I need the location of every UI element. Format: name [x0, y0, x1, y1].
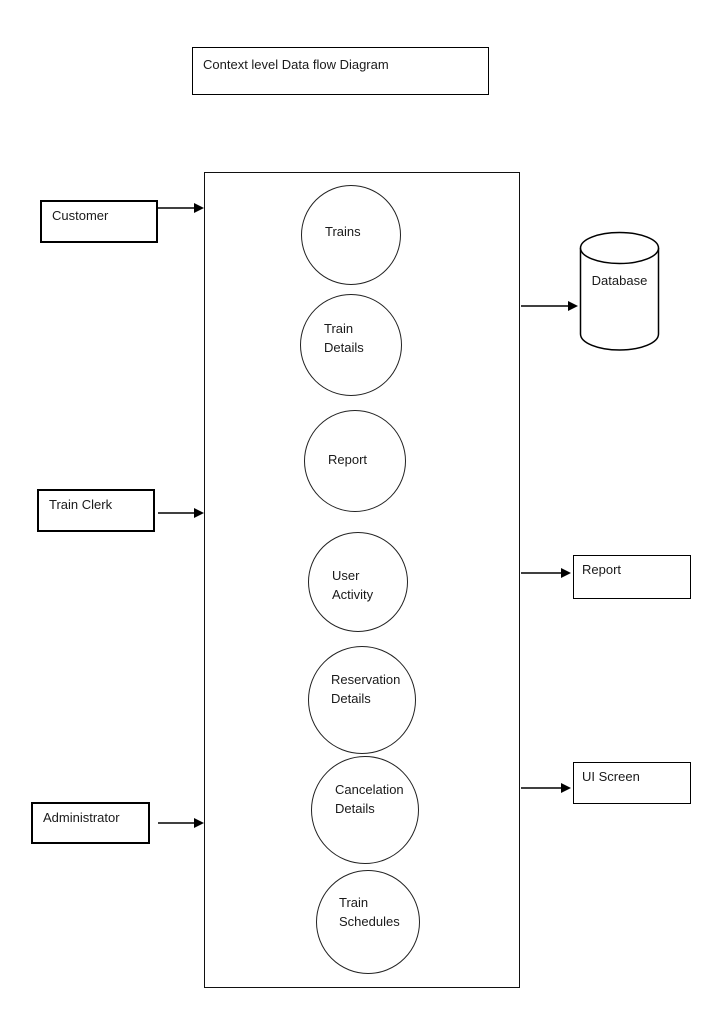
- process-label-line: Cancelation: [335, 782, 404, 797]
- process-label-line: User: [332, 568, 360, 583]
- entity-train-clerk: Train Clerk: [37, 489, 155, 532]
- arrow-system-to-database: [521, 300, 578, 312]
- database-cylinder-icon: [579, 231, 660, 351]
- process-cancelation-details: Cancelation Details: [311, 756, 419, 864]
- entity-customer: Customer: [40, 200, 158, 243]
- process-label-line: Reservation: [331, 672, 401, 687]
- process-trains: Trains: [301, 185, 401, 285]
- sink-label: Report: [582, 562, 622, 577]
- process-label-line: Trains: [325, 223, 361, 239]
- arrow-system-to-ui-screen: [521, 782, 571, 794]
- entity-label: Customer: [52, 208, 109, 223]
- process-label-line: Train: [339, 895, 369, 910]
- process-label-line: Details: [335, 801, 375, 816]
- datastore-database: [579, 231, 660, 356]
- entity-label: Train Clerk: [49, 497, 113, 512]
- arrow-train-clerk-to-system: [158, 507, 204, 519]
- entity-label: Administrator: [43, 810, 120, 825]
- process-train-details: Train Details: [300, 294, 402, 396]
- process-user-activity: User Activity: [308, 532, 408, 632]
- process-train-schedules: Train Schedules: [316, 870, 420, 974]
- process-label-line: Details: [331, 691, 371, 706]
- process-reservation-details: Reservation Details: [308, 646, 416, 754]
- diagram-title: Context level Data flow Diagram: [203, 57, 389, 72]
- datastore-label: Database: [591, 273, 648, 288]
- sink-ui-screen: UI Screen: [573, 762, 691, 804]
- process-label-line: Report: [328, 451, 368, 467]
- process-label-line: Schedules: [339, 914, 400, 929]
- sink-report: Report: [573, 555, 691, 599]
- process-report: Report: [304, 410, 406, 512]
- process-label-line: Train: [324, 321, 354, 336]
- arrow-administrator-to-system: [158, 817, 204, 829]
- process-label-line: Activity: [332, 587, 374, 602]
- arrow-system-to-report: [521, 567, 571, 579]
- sink-label: UI Screen: [582, 769, 640, 784]
- entity-administrator: Administrator: [31, 802, 150, 844]
- arrow-customer-to-system: [158, 202, 204, 214]
- diagram-title-box: Context level Data flow Diagram: [192, 47, 489, 95]
- process-label-line: Details: [324, 340, 364, 355]
